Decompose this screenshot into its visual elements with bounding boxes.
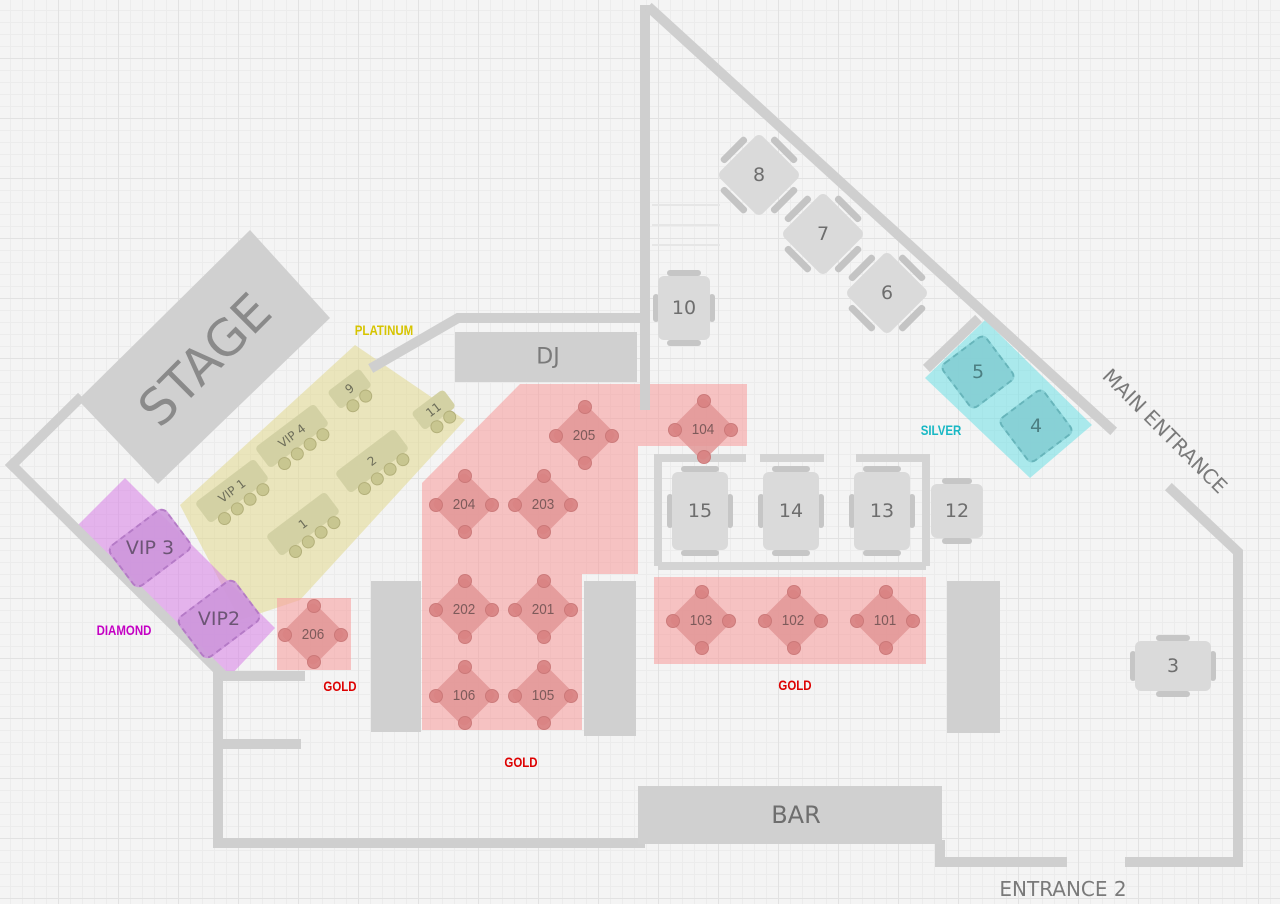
- table-102[interactable]: 102: [758, 585, 828, 655]
- table-106-label: 106: [452, 686, 476, 704]
- wall-diag-north: [644, 2, 1118, 436]
- wall-stub: [922, 314, 983, 373]
- dj-booth: [455, 332, 637, 382]
- gold-label-center: GOLD: [504, 754, 538, 770]
- table-206-label: 206: [301, 625, 325, 643]
- fence-13: [856, 454, 930, 566]
- silver-label: SILVER: [920, 422, 962, 438]
- diamond-label: DIAMOND: [96, 622, 152, 638]
- wall-north-mid: [368, 313, 650, 373]
- wall-south-east: [935, 840, 1067, 867]
- table-15-label: 15: [687, 500, 713, 522]
- table-10[interactable]: 10: [653, 270, 715, 346]
- gold-label-left: GOLD: [323, 678, 357, 694]
- table-206[interactable]: 206: [278, 599, 348, 669]
- stairs: [652, 204, 720, 246]
- table-6[interactable]: 6: [832, 238, 942, 348]
- bar-counter: [638, 786, 942, 844]
- stage: [78, 230, 330, 484]
- table-102-label: 102: [781, 611, 805, 629]
- table-14[interactable]: 14: [758, 466, 824, 556]
- table-12[interactable]: 12: [928, 478, 986, 544]
- bar-label: BAR: [771, 801, 821, 829]
- gold-zone-center[interactable]: [422, 384, 747, 730]
- table-204[interactable]: 204: [429, 469, 499, 539]
- table-14-label: 14: [778, 500, 804, 522]
- table-101[interactable]: 101: [850, 585, 920, 655]
- table-205-label: 205: [572, 426, 596, 444]
- table-106[interactable]: 106: [429, 660, 499, 730]
- table-205[interactable]: 205: [549, 400, 619, 470]
- table-10-label: 10: [671, 297, 697, 319]
- fence-15: [654, 454, 746, 566]
- table-202[interactable]: 202: [429, 574, 499, 644]
- block-3: [947, 581, 1000, 733]
- table-103-label: 103: [689, 611, 713, 629]
- wall-stage: [4, 392, 86, 473]
- entrance-2-label: ENTRANCE 2: [999, 877, 1127, 901]
- table-105[interactable]: 105: [508, 660, 578, 730]
- table-101-label: 101: [873, 611, 897, 629]
- table-vip-3-label: VIP 3: [125, 537, 175, 559]
- block-1: [371, 581, 421, 732]
- table-15[interactable]: 15: [667, 466, 733, 556]
- table-203-label: 203: [531, 495, 555, 513]
- table-13-label: 13: [869, 500, 895, 522]
- table-13[interactable]: 13: [849, 466, 915, 556]
- table-203[interactable]: 203: [508, 469, 578, 539]
- platinum-zone[interactable]: [180, 345, 465, 620]
- dj-label: DJ: [536, 344, 560, 370]
- table-105-label: 105: [531, 686, 555, 704]
- table-3-label: 3: [1166, 655, 1180, 677]
- table-5-label: 5: [971, 361, 985, 383]
- table-4[interactable]: 4: [990, 380, 1082, 472]
- table-6-label: 6: [880, 282, 894, 304]
- table-104-label: 104: [691, 420, 715, 438]
- table-201[interactable]: 201: [508, 574, 578, 644]
- platinum-label: PLATINUM: [354, 322, 414, 338]
- table-204-label: 204: [452, 495, 476, 513]
- wall-east: [1125, 482, 1243, 867]
- wall-diag-west: [4, 457, 305, 681]
- table-3[interactable]: 3: [1130, 635, 1216, 697]
- table-4-label: 4: [1029, 415, 1043, 437]
- table-202-label: 202: [452, 600, 476, 618]
- block-2: [584, 581, 636, 736]
- gold-label-right: GOLD: [778, 677, 812, 693]
- table-vip-2-label: VIP2: [197, 608, 241, 630]
- table-104[interactable]: 104: [668, 394, 738, 464]
- table-201-label: 201: [531, 600, 555, 618]
- wall-west: [213, 671, 645, 848]
- table-12-label: 12: [944, 500, 970, 522]
- table-103[interactable]: 103: [666, 585, 736, 655]
